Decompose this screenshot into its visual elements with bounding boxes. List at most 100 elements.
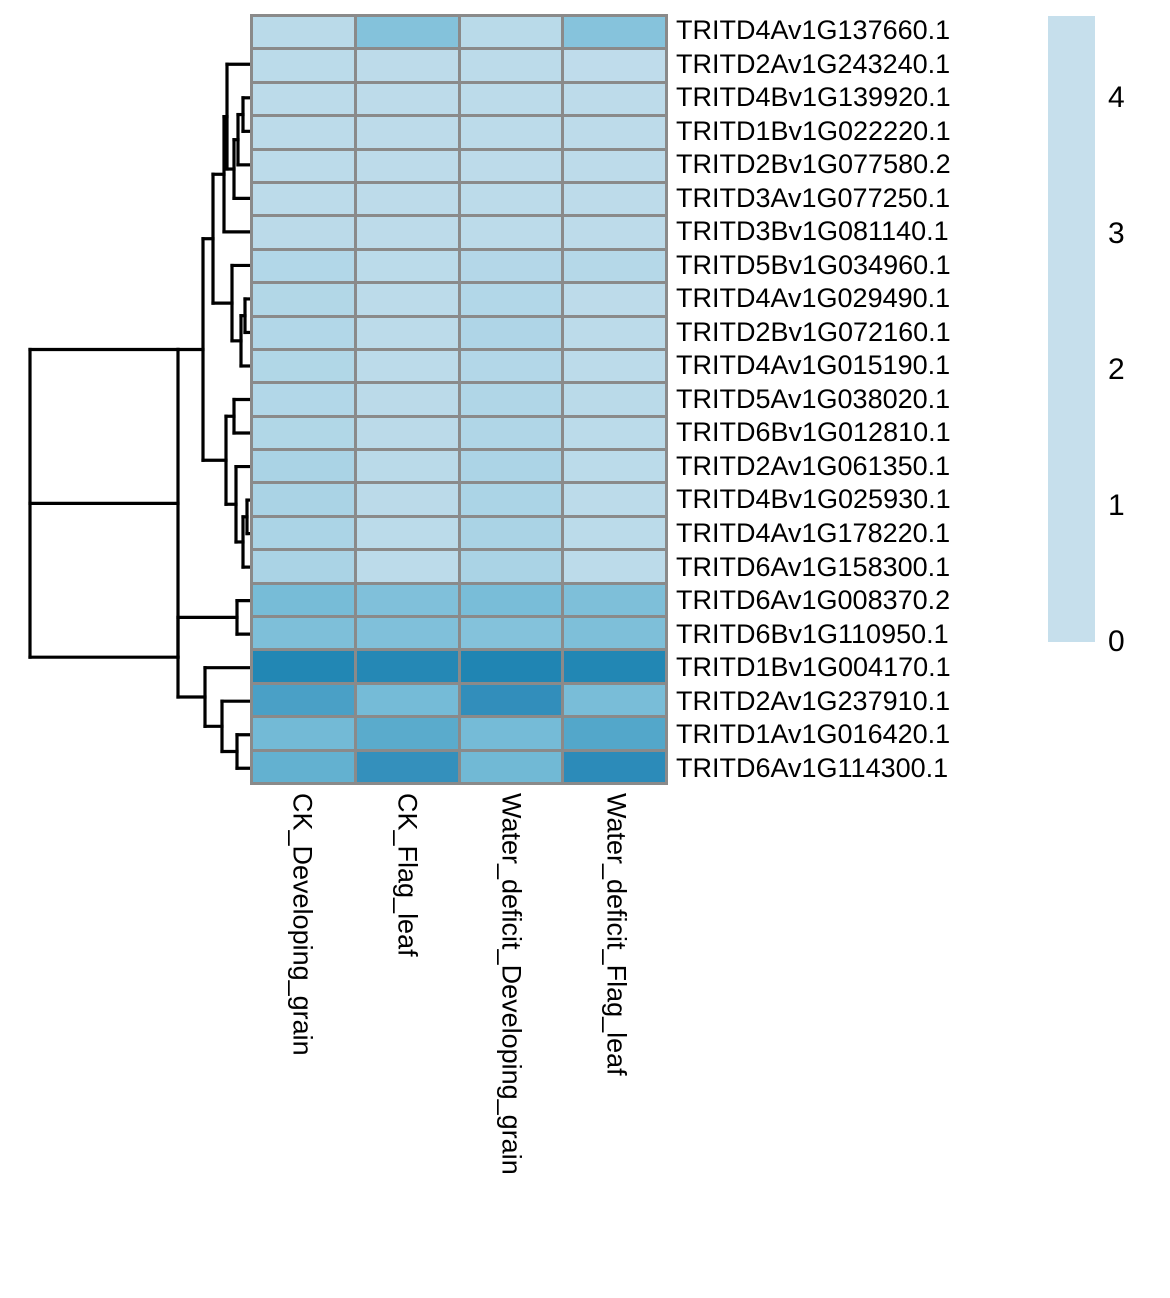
heatmap-cell[interactable] xyxy=(564,684,665,716)
heatmap-cell[interactable] xyxy=(253,718,354,749)
heatmap-cell[interactable] xyxy=(253,484,354,515)
heatmap-cell[interactable] xyxy=(460,384,562,415)
heatmap-cell[interactable] xyxy=(460,217,562,248)
heatmap-cell[interactable] xyxy=(460,417,562,449)
heatmap-cell[interactable] xyxy=(356,117,458,148)
heatmap-cell[interactable] xyxy=(356,417,458,449)
heatmap-cell[interactable] xyxy=(253,183,354,215)
row-label: TRITD2Av1G243240.1 xyxy=(676,48,951,79)
heatmap-cell[interactable] xyxy=(460,17,562,48)
heatmap-cell[interactable] xyxy=(564,317,665,348)
heatmap-cell[interactable] xyxy=(356,83,458,115)
heatmap-cell[interactable] xyxy=(356,317,458,348)
column-label-slot: Water_deficit_Flag_leaf xyxy=(564,789,669,1179)
heatmap-cell[interactable] xyxy=(253,83,354,115)
heatmap-cell[interactable] xyxy=(564,618,665,649)
heatmap-cell[interactable] xyxy=(564,250,665,282)
heatmap-cell[interactable] xyxy=(460,183,562,215)
heatmap-cell[interactable] xyxy=(356,50,458,81)
heatmap-cell[interactable] xyxy=(564,451,665,482)
heatmap-cell[interactable] xyxy=(356,484,458,515)
heatmap-cell[interactable] xyxy=(253,584,354,616)
heatmap-cell[interactable] xyxy=(356,284,458,315)
heatmap-cell[interactable] xyxy=(356,584,458,616)
heatmap-cell[interactable] xyxy=(253,517,354,549)
colorbar-tick-label: 4 xyxy=(1108,80,1125,114)
heatmap-cell[interactable] xyxy=(564,183,665,215)
heatmap-cell[interactable] xyxy=(564,484,665,515)
row-label: TRITD2Av1G061350.1 xyxy=(676,450,951,481)
heatmap-cell[interactable] xyxy=(460,250,562,282)
heatmap-cell[interactable] xyxy=(356,150,458,181)
heatmap-cell[interactable] xyxy=(564,417,665,449)
heatmap-cell[interactable] xyxy=(564,584,665,616)
heatmap-cell[interactable] xyxy=(564,217,665,248)
heatmap-cell[interactable] xyxy=(460,50,562,81)
heatmap-cell[interactable] xyxy=(460,83,562,115)
heatmap-cell[interactable] xyxy=(460,451,562,482)
heatmap-cell[interactable] xyxy=(564,284,665,315)
heatmap-cell[interactable] xyxy=(564,718,665,749)
heatmap-cell[interactable] xyxy=(564,751,665,782)
heatmap-cell[interactable] xyxy=(253,417,354,449)
heatmap-cell[interactable] xyxy=(460,484,562,515)
heatmap-cell[interactable] xyxy=(356,517,458,549)
heatmap-cell[interactable] xyxy=(460,317,562,348)
heatmap-cell[interactable] xyxy=(564,551,665,582)
heatmap-cell[interactable] xyxy=(564,350,665,382)
heatmap-cell[interactable] xyxy=(460,117,562,148)
heatmap-cell[interactable] xyxy=(356,618,458,649)
heatmap-cell[interactable] xyxy=(253,350,354,382)
heatmap-cell[interactable] xyxy=(253,684,354,716)
heatmap-cell[interactable] xyxy=(564,150,665,181)
heatmap-cell[interactable] xyxy=(564,50,665,81)
heatmap-cell[interactable] xyxy=(356,250,458,282)
heatmap-cell[interactable] xyxy=(356,350,458,382)
heatmap-cell[interactable] xyxy=(253,117,354,148)
heatmap-cell[interactable] xyxy=(460,751,562,782)
heatmap-cell[interactable] xyxy=(460,618,562,649)
heatmap-cell[interactable] xyxy=(253,250,354,282)
heatmap-cell[interactable] xyxy=(356,17,458,48)
heatmap-cell[interactable] xyxy=(460,350,562,382)
heatmap-cell[interactable] xyxy=(564,117,665,148)
heatmap-cell[interactable] xyxy=(253,317,354,348)
heatmap-cell[interactable] xyxy=(564,517,665,549)
heatmap-cell[interactable] xyxy=(253,451,354,482)
heatmap-cell[interactable] xyxy=(253,751,354,782)
heatmap-cell[interactable] xyxy=(356,718,458,749)
heatmap-cell[interactable] xyxy=(564,384,665,415)
heatmap-cell[interactable] xyxy=(253,17,354,48)
heatmap-cell[interactable] xyxy=(253,384,354,415)
heatmap-cell[interactable] xyxy=(356,751,458,782)
heatmap-cell[interactable] xyxy=(460,284,562,315)
heatmap-cell[interactable] xyxy=(460,584,562,616)
column-label: Water_deficit_Developing_grain xyxy=(496,793,527,1175)
heatmap-cell[interactable] xyxy=(356,684,458,716)
heatmap-cell[interactable] xyxy=(253,50,354,81)
heatmap-cell[interactable] xyxy=(356,551,458,582)
heatmap-cell[interactable] xyxy=(356,384,458,415)
heatmap-cell[interactable] xyxy=(460,150,562,181)
heatmap-cell[interactable] xyxy=(253,618,354,649)
heatmap-cell[interactable] xyxy=(460,684,562,716)
heatmap-cell[interactable] xyxy=(253,150,354,181)
heatmap-cell[interactable] xyxy=(356,651,458,682)
heatmap-cell[interactable] xyxy=(564,651,665,682)
heatmap-cell[interactable] xyxy=(460,718,562,749)
heatmap-grid[interactable] xyxy=(250,14,668,785)
heatmap-cell[interactable] xyxy=(460,517,562,549)
heatmap-cell[interactable] xyxy=(564,83,665,115)
heatmap-cell[interactable] xyxy=(356,183,458,215)
heatmap-cell[interactable] xyxy=(460,651,562,682)
heatmap-cell[interactable] xyxy=(253,551,354,582)
row-label: TRITD6Av1G114300.1 xyxy=(676,752,949,783)
heatmap-cell[interactable] xyxy=(460,551,562,582)
heatmap-cell[interactable] xyxy=(356,451,458,482)
heatmap-cell[interactable] xyxy=(253,217,354,248)
heatmap-cell[interactable] xyxy=(356,217,458,248)
heatmap-cell[interactable] xyxy=(253,284,354,315)
heatmap-cell[interactable] xyxy=(564,17,665,48)
heatmap-cell[interactable] xyxy=(253,651,354,682)
